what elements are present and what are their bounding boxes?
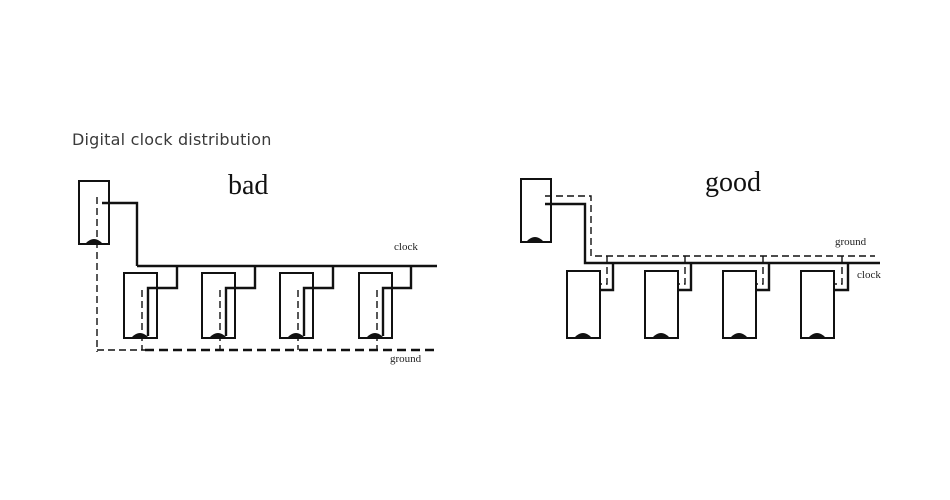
- bad-receiver-1-box: [123, 272, 158, 339]
- good-receiver-1-clock-lead: [600, 263, 615, 292]
- good-clock-source: [520, 178, 880, 265]
- bad-clock-source: [78, 180, 139, 352]
- good-receiver-3-box: [722, 270, 757, 339]
- good-receiver-1-box: [566, 270, 601, 339]
- good-receiver-3: [722, 256, 771, 339]
- bad-receiver-3: [279, 266, 335, 350]
- bad-receiver-3-box: [279, 272, 314, 339]
- bad-receiver-2-base: [210, 333, 226, 337]
- bad-source-clock-lead: [102, 201, 139, 266]
- bad-receiver-1: [123, 266, 179, 350]
- bad-clock-label: clock: [394, 241, 418, 253]
- bad-receiver-3-base: [288, 333, 304, 337]
- good-source-ground-lead: [545, 195, 875, 257]
- bad-source-box: [78, 180, 110, 245]
- bad-receiver-4-base: [367, 333, 383, 337]
- good-receiver-4-clock-lead: [834, 263, 850, 292]
- good-receiver-3-clock-lead: [756, 263, 771, 292]
- good-clock-label: clock: [857, 269, 881, 281]
- good-receiver-4-ground-lead: [834, 256, 843, 285]
- good-receiver-2: [644, 256, 693, 339]
- bad-diagram: bad clock ground: [78, 170, 437, 365]
- bad-receiver-3-clock-lead: [302, 266, 335, 336]
- good-receiver-4: [800, 256, 850, 339]
- bad-receiver-4-box: [358, 272, 393, 339]
- bad-ground-label: ground: [390, 353, 422, 365]
- good-receiver-3-base: [731, 333, 747, 337]
- good-diagram: good ground clock: [520, 167, 881, 339]
- good-receiver-1: [566, 256, 615, 339]
- bad-receiver-1-clock-lead: [146, 266, 179, 336]
- good-receiver-4-box: [800, 270, 835, 339]
- bad-receiver-4: [358, 266, 413, 350]
- bad-heading: bad: [228, 170, 268, 201]
- good-source-base: [527, 237, 543, 241]
- bad-receiver-2-box: [201, 272, 236, 339]
- good-receiver-2-base: [653, 333, 669, 337]
- good-clock-line: [545, 202, 880, 265]
- good-heading: good: [705, 167, 761, 198]
- bad-receiver-2: [201, 266, 257, 350]
- bad-receiver-1-base: [132, 333, 148, 337]
- good-receiver-2-ground-lead: [678, 256, 686, 285]
- good-receiver-4-base: [809, 333, 825, 337]
- good-receiver-2-box: [644, 270, 679, 339]
- bad-receiver-2-clock-lead: [224, 266, 257, 336]
- good-receiver-1-ground-lead: [600, 256, 608, 285]
- good-receiver-1-base: [575, 333, 591, 337]
- bad-receiver-4-clock-lead: [381, 266, 413, 336]
- good-receiver-2-clock-lead: [678, 263, 693, 292]
- bad-source-base: [86, 239, 102, 243]
- page-title: Digital clock distribution: [72, 130, 272, 149]
- good-ground-label: ground: [835, 236, 867, 248]
- good-source-box: [520, 178, 552, 243]
- good-receiver-3-ground-lead: [756, 256, 764, 285]
